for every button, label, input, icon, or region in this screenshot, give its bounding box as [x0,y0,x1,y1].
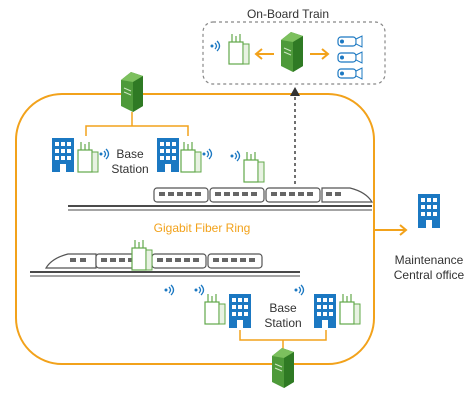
station-label-line1: Base [269,301,297,315]
access-point-icon [339,293,361,325]
building-icon [229,294,251,328]
onboard-switch-icon [280,31,304,73]
station-label-line1: Base [116,147,144,161]
upper-station-bracket [85,125,189,136]
station-label-line2: Station [264,316,301,330]
ring-label: Gigabit Fiber Ring [154,221,251,235]
office-label-line2: Central office [394,268,465,282]
bottom-switch-icon [271,347,295,389]
wifi-icon [98,148,110,160]
train-access-point-icon [243,151,265,183]
arrow-right-icon [310,48,330,60]
wifi-icon [209,40,221,52]
building-icon [314,294,336,328]
access-point-icon [204,293,226,325]
wifi-icon [229,150,241,162]
station-label-line2: Station [111,162,148,176]
uplink-arrowhead-icon [290,87,300,96]
upper-train [153,187,374,203]
arrow-left-icon [254,48,274,60]
building-icon [157,138,179,172]
building-icon [52,138,74,172]
onboard-ap-icon [228,33,250,65]
wifi-icon [193,284,205,296]
top-switch-icon [120,71,144,113]
wifi-icon [201,148,213,160]
lower-station-bracket [239,330,327,341]
onboard-title: On-Board Train [247,7,329,21]
lower-train [44,253,263,269]
access-point-icon [77,141,99,173]
wifi-icon [293,284,305,296]
camera-icon [337,67,363,80]
office-label-line1: Maintenance [395,253,464,267]
access-point-icon [180,141,202,173]
office-building-icon [418,194,440,228]
wifi-icon [163,284,175,296]
train-access-point-icon [131,239,153,271]
camera-icon [337,51,363,64]
onboard-box [202,21,386,85]
office-arrow-icon [374,224,408,236]
camera-icon [337,35,363,48]
